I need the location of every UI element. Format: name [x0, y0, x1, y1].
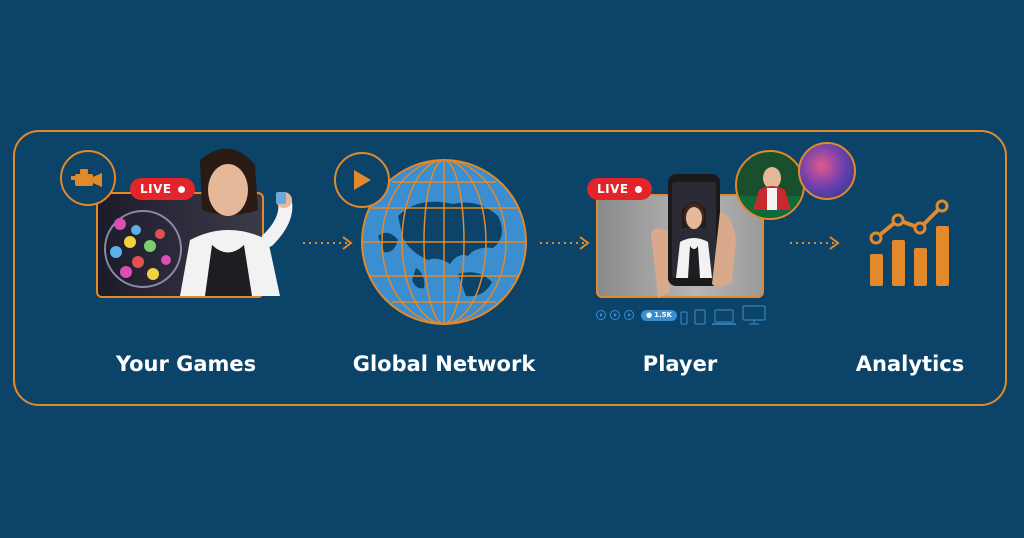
step-label-your-games: Your Games [115, 352, 257, 376]
play-icon [354, 170, 371, 190]
flow-arrow-2 [540, 236, 590, 250]
step-label-global-network: Global Network [352, 352, 536, 376]
player-live-badge-text: LIVE [597, 182, 629, 196]
play-control-icon[interactable] [610, 310, 620, 320]
live-badge-text: LIVE [140, 182, 172, 196]
thumbnail-blackjack-dealer [735, 150, 805, 220]
process-frame [13, 130, 1007, 406]
laptop-device-icon [712, 309, 736, 325]
step-label-player: Player [642, 352, 718, 376]
viewer-count-pill: ● 1.5K [641, 309, 677, 321]
forward-icon[interactable] [624, 310, 634, 320]
step-label-analytics: Analytics [855, 352, 965, 376]
player-live-badge: LIVE [587, 178, 652, 200]
monitor-device-icon [742, 305, 766, 325]
tablet-device-icon [694, 309, 706, 325]
device-icons [680, 305, 766, 325]
phone-device-icon [680, 311, 688, 325]
dealer-figure [180, 148, 293, 296]
rewind-icon[interactable] [596, 310, 606, 320]
player-live-dot [634, 185, 642, 193]
video-camera-circle [60, 150, 116, 206]
video-camera-icon [71, 169, 102, 187]
flow-arrow-3 [790, 236, 840, 250]
bar-chart-icon [869, 199, 949, 286]
flow-arrow-1 [303, 236, 353, 250]
phone-in-hand [650, 174, 736, 298]
player-controls: ● 1.5K [596, 308, 677, 322]
live-dot [177, 185, 185, 193]
globe-icon [361, 159, 527, 325]
thumbnail-game-show [798, 142, 856, 200]
live-badge: LIVE [130, 178, 195, 200]
play-circle [334, 152, 390, 208]
viewer-count: 1.5K [654, 311, 672, 319]
eye-icon: ● [646, 311, 653, 319]
